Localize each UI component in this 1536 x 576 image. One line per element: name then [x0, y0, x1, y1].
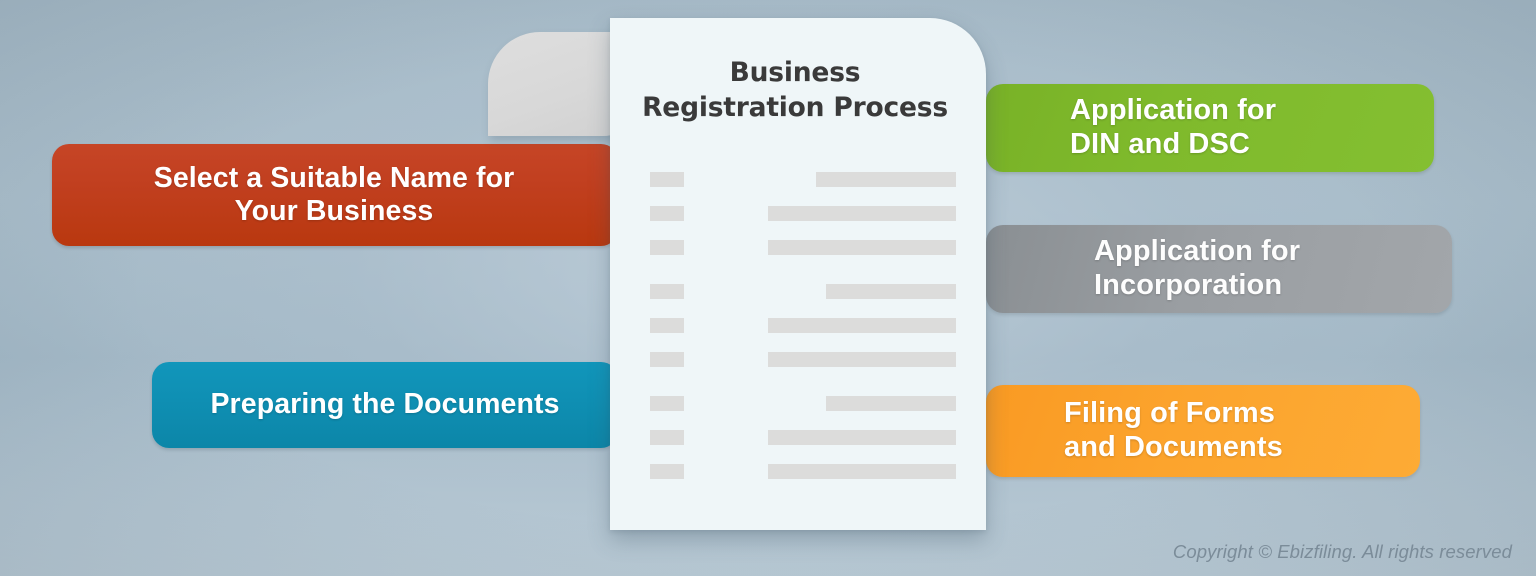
- document-line-row: [650, 350, 956, 368]
- document-title: Business Registration Process: [642, 57, 948, 123]
- document-line-bullet: [650, 283, 684, 299]
- document-line-row: [650, 204, 956, 222]
- step-label-filing: Filing of Forms and Documents: [1064, 397, 1283, 463]
- document-line-text: [816, 171, 956, 187]
- document-page: Business Registration Process: [610, 18, 986, 530]
- document-placeholder-lines: [650, 170, 956, 480]
- step-label-preparing-documents: Preparing the Documents: [210, 388, 560, 421]
- document-line-bullet: [650, 205, 684, 221]
- document-line-row: [650, 316, 956, 334]
- step-bar-filing[interactable]: Filing of Forms and Documents: [986, 385, 1420, 487]
- document-line-row: [650, 428, 956, 446]
- step-label-din-dsc: Application for DIN and DSC: [1070, 94, 1277, 160]
- document-line-bullet: [650, 317, 684, 333]
- document-line-row: [650, 394, 956, 412]
- copyright-notice: Copyright © Ebizfiling. All rights reser…: [1172, 541, 1512, 562]
- document-line-group: [650, 282, 956, 368]
- document-line-group: [650, 394, 956, 480]
- document-line-row: [650, 462, 956, 480]
- document-line-group: [650, 170, 956, 256]
- document-line-text: [768, 239, 956, 255]
- document-line-text: [768, 351, 956, 367]
- document-line-text: [826, 283, 956, 299]
- document-line-row: [650, 282, 956, 300]
- document-line-row: [650, 238, 956, 256]
- document-line-bullet: [650, 395, 684, 411]
- document-line-text: [768, 429, 956, 445]
- step-label-incorporation: Application for Incorporation: [1094, 235, 1301, 301]
- document-line-bullet: [650, 239, 684, 255]
- document-line-text: [768, 463, 956, 479]
- document-line-bullet: [650, 351, 684, 367]
- step-label-select-name: Select a Suitable Name for Your Business: [153, 161, 515, 227]
- document-line-text: [826, 395, 956, 411]
- step-bar-incorporation[interactable]: Application for Incorporation: [986, 225, 1452, 323]
- document-line-text: [768, 317, 956, 333]
- document-line-row: [650, 170, 956, 188]
- document-line-bullet: [650, 171, 684, 187]
- document-line-bullet: [650, 463, 684, 479]
- document-line-text: [768, 205, 956, 221]
- document-line-bullet: [650, 429, 684, 445]
- document-illustration: Business Registration Process: [488, 18, 1008, 558]
- step-bar-din-dsc[interactable]: Application for DIN and DSC: [986, 84, 1434, 182]
